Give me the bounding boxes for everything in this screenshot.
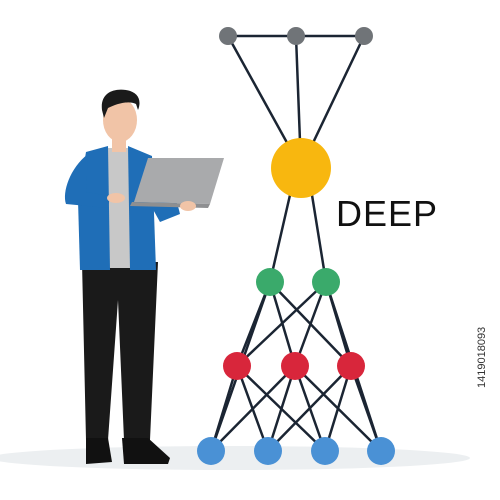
network-node-top-1: [219, 27, 237, 45]
deep-label: DEEP: [336, 193, 439, 234]
network-connections: [209, 34, 383, 453]
network-node-green-1: [256, 268, 284, 296]
network-node-green-2: [312, 268, 340, 296]
network-node-blue-3: [311, 437, 339, 465]
left-hand: [107, 193, 125, 203]
network-node-red-1: [223, 352, 251, 380]
pants: [82, 262, 158, 440]
floor-shadow: [0, 446, 470, 470]
hair: [101, 89, 140, 118]
network-node-blue-2: [254, 437, 282, 465]
network-node-red-2: [281, 352, 309, 380]
left-shoe: [86, 438, 112, 464]
network-node-blue-1: [197, 437, 225, 465]
network-node-top-2: [287, 27, 305, 45]
left-arm: [64, 154, 110, 208]
right-hand: [180, 201, 196, 211]
network-node-top-3: [355, 27, 373, 45]
shirt: [104, 148, 134, 268]
network-node-red-3: [337, 352, 365, 380]
person-with-laptop-icon: [64, 89, 224, 464]
network-node-blue-4: [367, 437, 395, 465]
network-hub-node: [271, 138, 331, 198]
laptop-icon: [134, 158, 224, 204]
stock-id-watermark: 1419018093: [476, 326, 488, 388]
right-shoe: [122, 438, 170, 464]
head: [103, 98, 137, 142]
